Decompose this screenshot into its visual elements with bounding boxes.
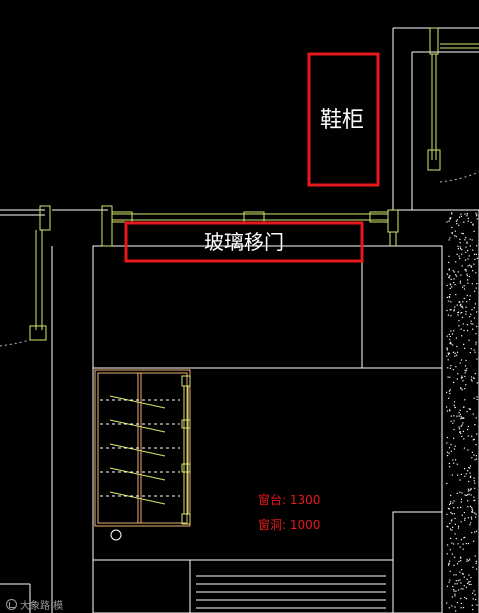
window-fixtures [29, 27, 479, 341]
stair-lines [196, 575, 386, 609]
door-swing-arcs [0, 171, 479, 347]
exterior-wall-hatch [446, 212, 478, 612]
watermark-logo-icon [6, 599, 17, 610]
wall-lines [0, 27, 479, 613]
watermark-text: 大象路 模 [20, 601, 64, 612]
shoe-cabinet-label: 鞋柜 [320, 108, 365, 133]
sliding-door-outline [124, 221, 364, 263]
window-opening-label: 窗洞: 1000 [258, 518, 321, 532]
watermark: 大象路 模 [6, 597, 63, 612]
sliding-door-label: 玻璃移门 [204, 230, 284, 254]
shoe-cabinet-outline [307, 52, 380, 187]
shelf-hangers [109, 375, 191, 525]
drain-circle [110, 529, 122, 541]
shelf-dividers [100, 399, 180, 497]
sill-height-label: 窗台: 1300 [258, 493, 321, 507]
